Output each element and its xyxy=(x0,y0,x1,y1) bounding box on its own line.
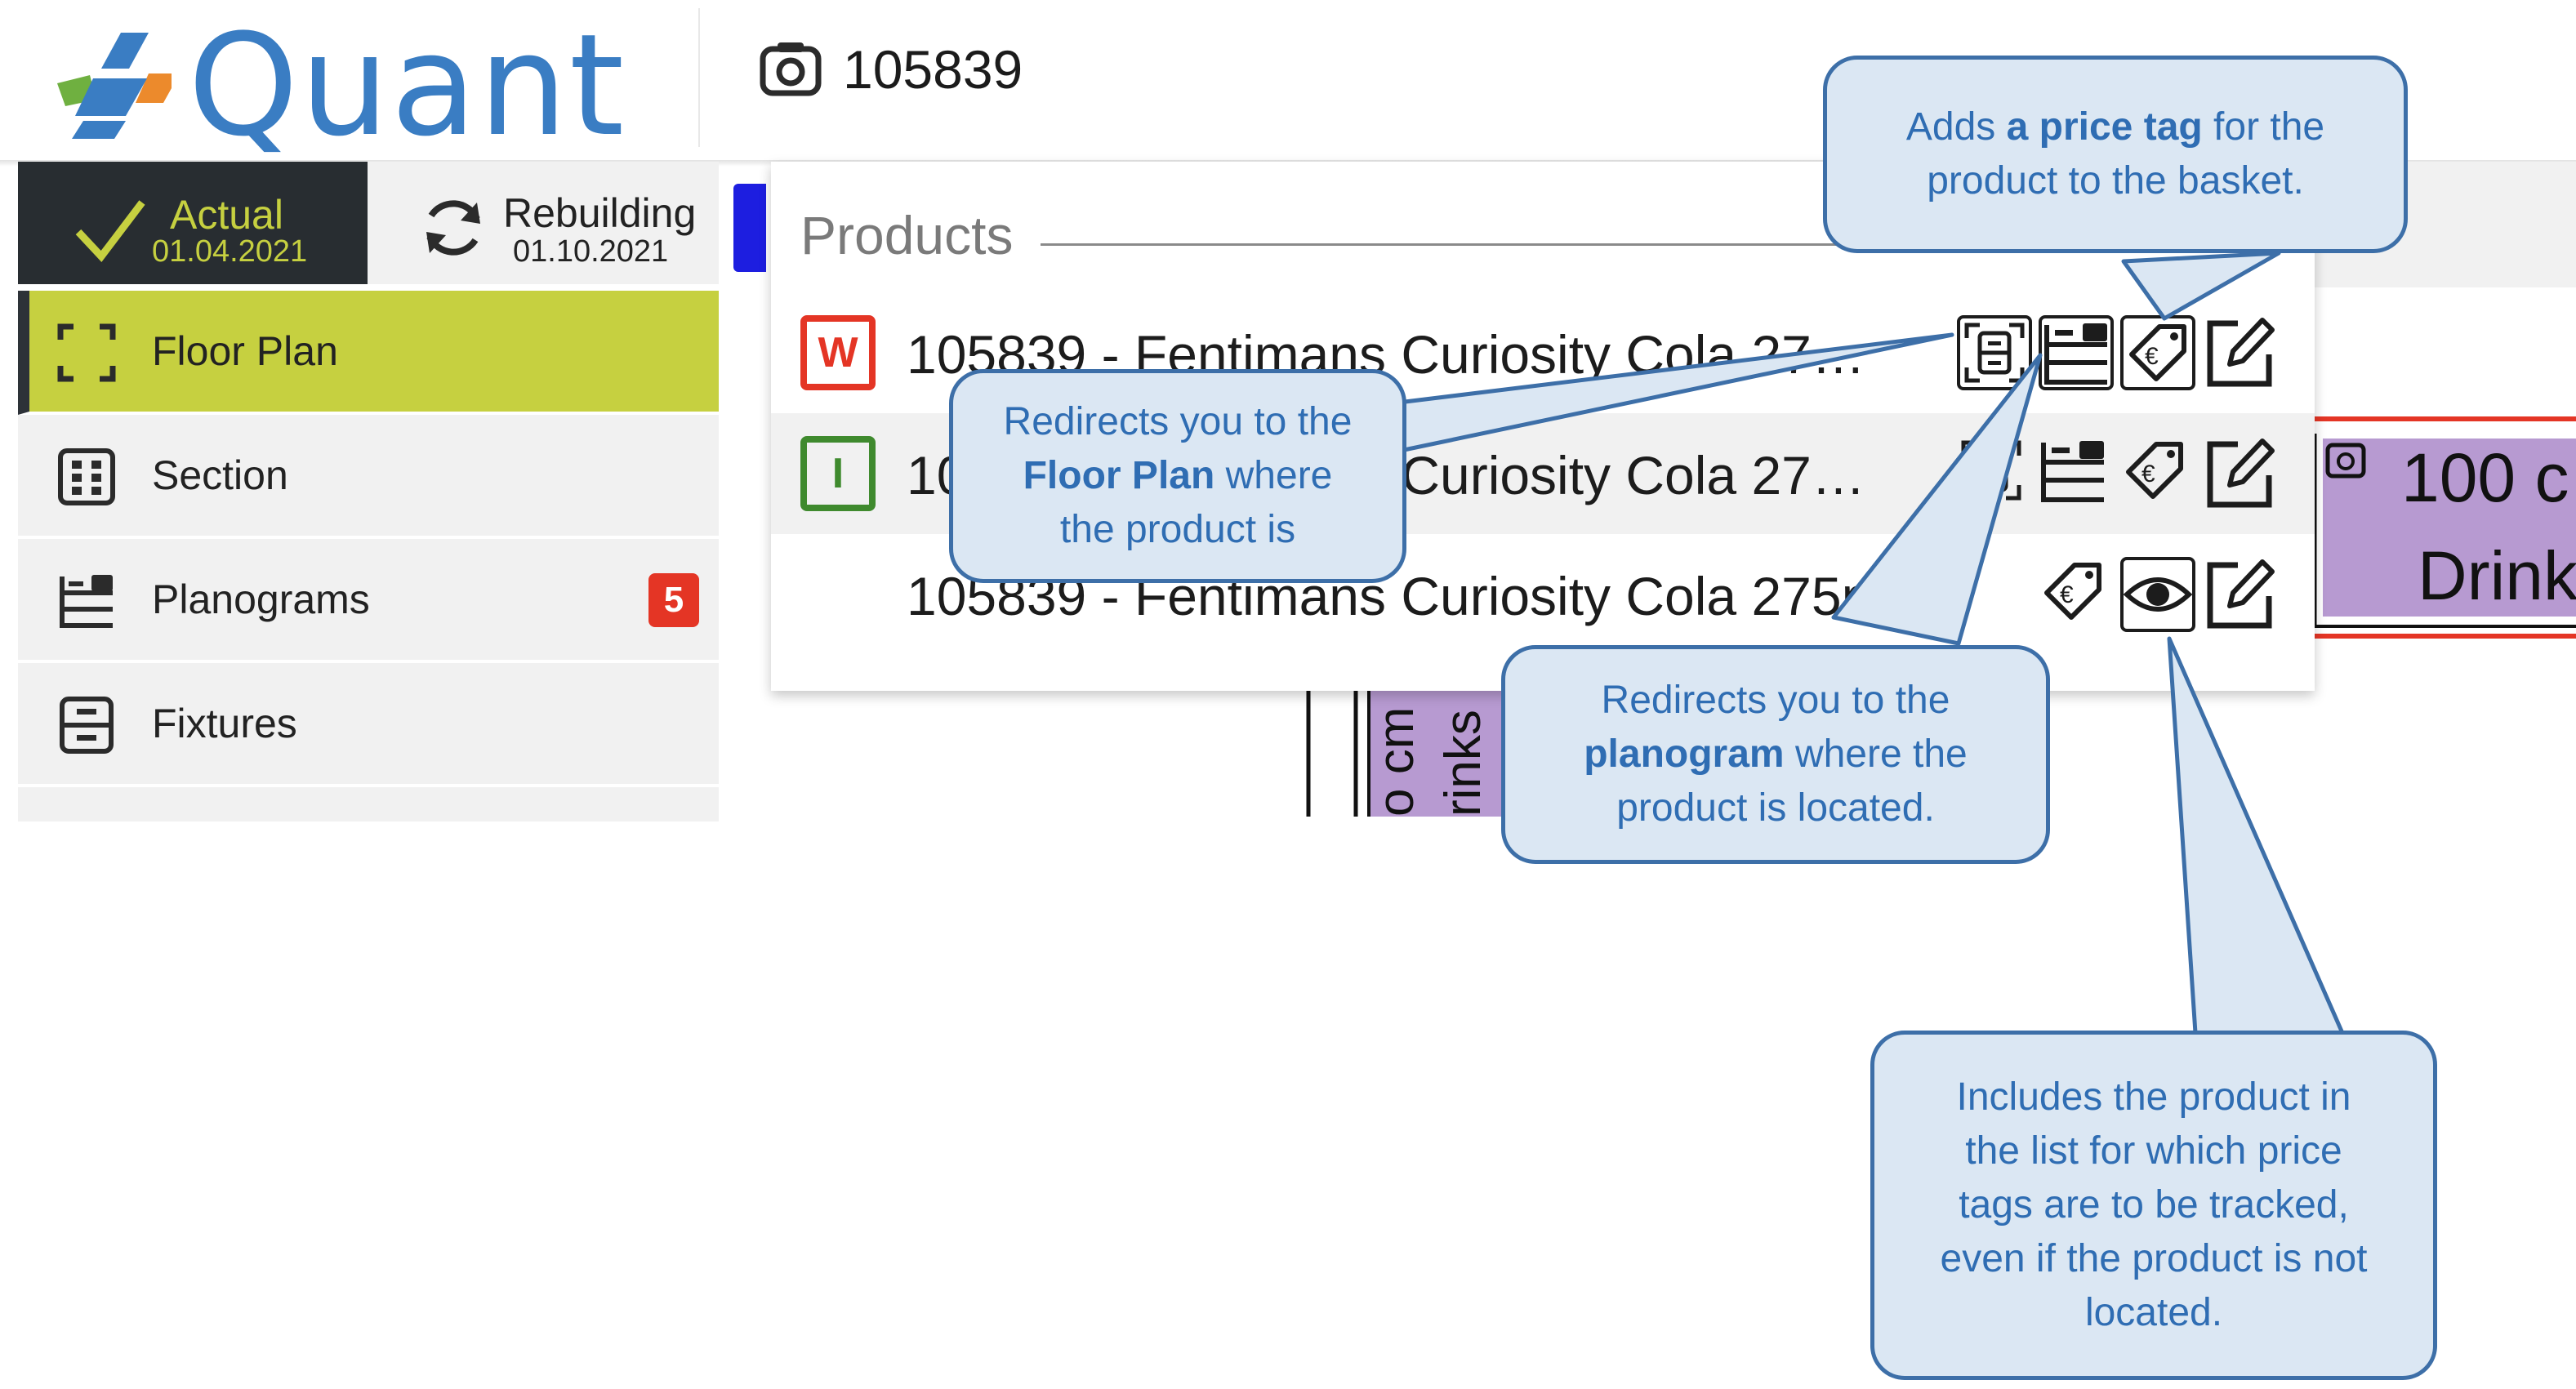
version-tabs: Actual 01.04.2021 Rebuilding 01.10.2021 xyxy=(18,162,719,284)
edit-icon xyxy=(2207,559,2275,629)
callout-text: Redirects you to the xyxy=(1601,679,1950,722)
edit-button[interactable] xyxy=(2202,557,2277,632)
callout-emphasis: a price tag xyxy=(2006,105,2203,149)
camera-search-icon[interactable] xyxy=(760,39,822,96)
logo-text: Quant xyxy=(188,3,626,167)
callout-emphasis: planogram xyxy=(1584,732,1785,776)
edit-icon xyxy=(2207,318,2275,387)
fixture-icon xyxy=(60,697,114,754)
section-divider xyxy=(1041,243,2127,246)
callout-text: Includes the product in the list for whi… xyxy=(1940,1075,2368,1334)
planogram-button[interactable] xyxy=(2039,315,2114,390)
quant-logo[interactable]: Quant xyxy=(57,8,629,163)
callout-text: Redirects you to the xyxy=(1003,400,1353,443)
shelf-label: 100 c xyxy=(2401,439,2569,516)
shelf-label-vertical: rinks xyxy=(1435,710,1491,817)
svg-text:€: € xyxy=(2060,581,2074,608)
planogram-icon xyxy=(2044,323,2107,385)
sidebar-item-floor-plan[interactable]: Floor Plan xyxy=(18,291,719,415)
edit-icon xyxy=(2207,439,2275,508)
floor-plan-locate-button[interactable] xyxy=(1957,436,2032,511)
callout-emphasis: Floor Plan xyxy=(1023,454,1215,497)
refresh-icon xyxy=(426,200,480,256)
euro-tag-icon: € xyxy=(2126,442,2183,499)
callout-text: where the product is located. xyxy=(1616,732,1968,830)
callout-planogram: Redirects you to the planogram where the… xyxy=(1501,645,2050,864)
shelf-label-vertical: o cm xyxy=(1368,707,1424,817)
floor-plan-icon xyxy=(57,323,116,382)
callout-text: where the product is xyxy=(1059,454,1333,551)
tab-rebuilding[interactable]: Rebuilding 01.10.2021 xyxy=(369,162,719,284)
floor-plan-locate-button[interactable] xyxy=(1957,315,2032,390)
track-price-tag-button[interactable] xyxy=(2120,557,2195,632)
sidebar-item-label: Floor Plan xyxy=(152,328,338,374)
sidebar-item-label: Fixtures xyxy=(152,701,297,746)
edit-button[interactable] xyxy=(2202,436,2277,511)
shelf-frame xyxy=(2311,416,2576,639)
section-grid-icon xyxy=(58,448,115,505)
search-input[interactable] xyxy=(843,29,1415,110)
tab-actual-date: 01.04.2021 xyxy=(152,234,308,269)
planogram-icon xyxy=(60,575,113,628)
tab-actual-label: Actual xyxy=(170,192,283,238)
product-result-row[interactable]: 105839 - Fentimans Curiosity Cola 275ml … xyxy=(771,534,2315,655)
euro-tag-icon: € xyxy=(2044,563,2101,620)
planograms-count-badge: 5 xyxy=(648,573,699,627)
shelf-label: Drink xyxy=(2418,537,2576,614)
svg-text:€: € xyxy=(2141,461,2155,487)
price-tag-button[interactable]: € xyxy=(2120,436,2195,511)
euro-tag-icon: € xyxy=(2129,324,2186,381)
planogram-icon xyxy=(2041,441,2104,502)
tab-rebuilding-label: Rebuilding xyxy=(503,190,697,236)
dropdown-section-title: Products xyxy=(800,205,1014,265)
callout-text: for the product to the basket. xyxy=(1927,105,2325,203)
price-tag-button[interactable]: € xyxy=(2039,557,2114,632)
sidebar: Floor Plan Section Planograms 5 Fixtures xyxy=(18,291,719,821)
floor-plan-shelf-fragment[interactable]: 100 c Drink xyxy=(2295,412,2576,641)
planogram-button[interactable] xyxy=(2039,436,2114,511)
callout-text: Adds xyxy=(1905,105,2007,149)
svg-text:€: € xyxy=(2145,343,2159,370)
sidebar-item-fixtures[interactable]: Fixtures xyxy=(18,663,719,787)
fixture-locate-icon xyxy=(1964,323,2025,383)
sidebar-item-label: Planograms xyxy=(152,577,370,622)
item-mark-badge: I xyxy=(800,436,876,511)
edit-button[interactable] xyxy=(2202,315,2277,390)
warehouse-mark-badge: W xyxy=(800,315,876,390)
tab-rebuilding-date: 01.10.2021 xyxy=(513,234,669,269)
sidebar-item-planograms[interactable]: Planograms 5 xyxy=(18,539,719,663)
sidebar-item-label: Section xyxy=(152,452,288,498)
fixture-locate-icon xyxy=(1961,440,2021,501)
logo-mark-icon xyxy=(57,33,172,139)
price-tag-button[interactable]: € xyxy=(2120,315,2195,390)
tab-actual[interactable]: Actual 01.04.2021 xyxy=(18,162,368,284)
check-icon xyxy=(75,200,145,262)
sidebar-item-section[interactable]: Section xyxy=(18,415,719,539)
callout-price-tag: Adds a price tag for the product to the … xyxy=(1823,56,2408,253)
header-divider xyxy=(698,8,700,147)
callout-track-price-tags: Includes the product in the list for whi… xyxy=(1870,1031,2437,1380)
eye-icon xyxy=(2123,577,2193,612)
callout-floor-plan: Redirects you to the Floor Plan where th… xyxy=(949,369,1406,583)
blue-side-tab[interactable] xyxy=(733,184,766,272)
